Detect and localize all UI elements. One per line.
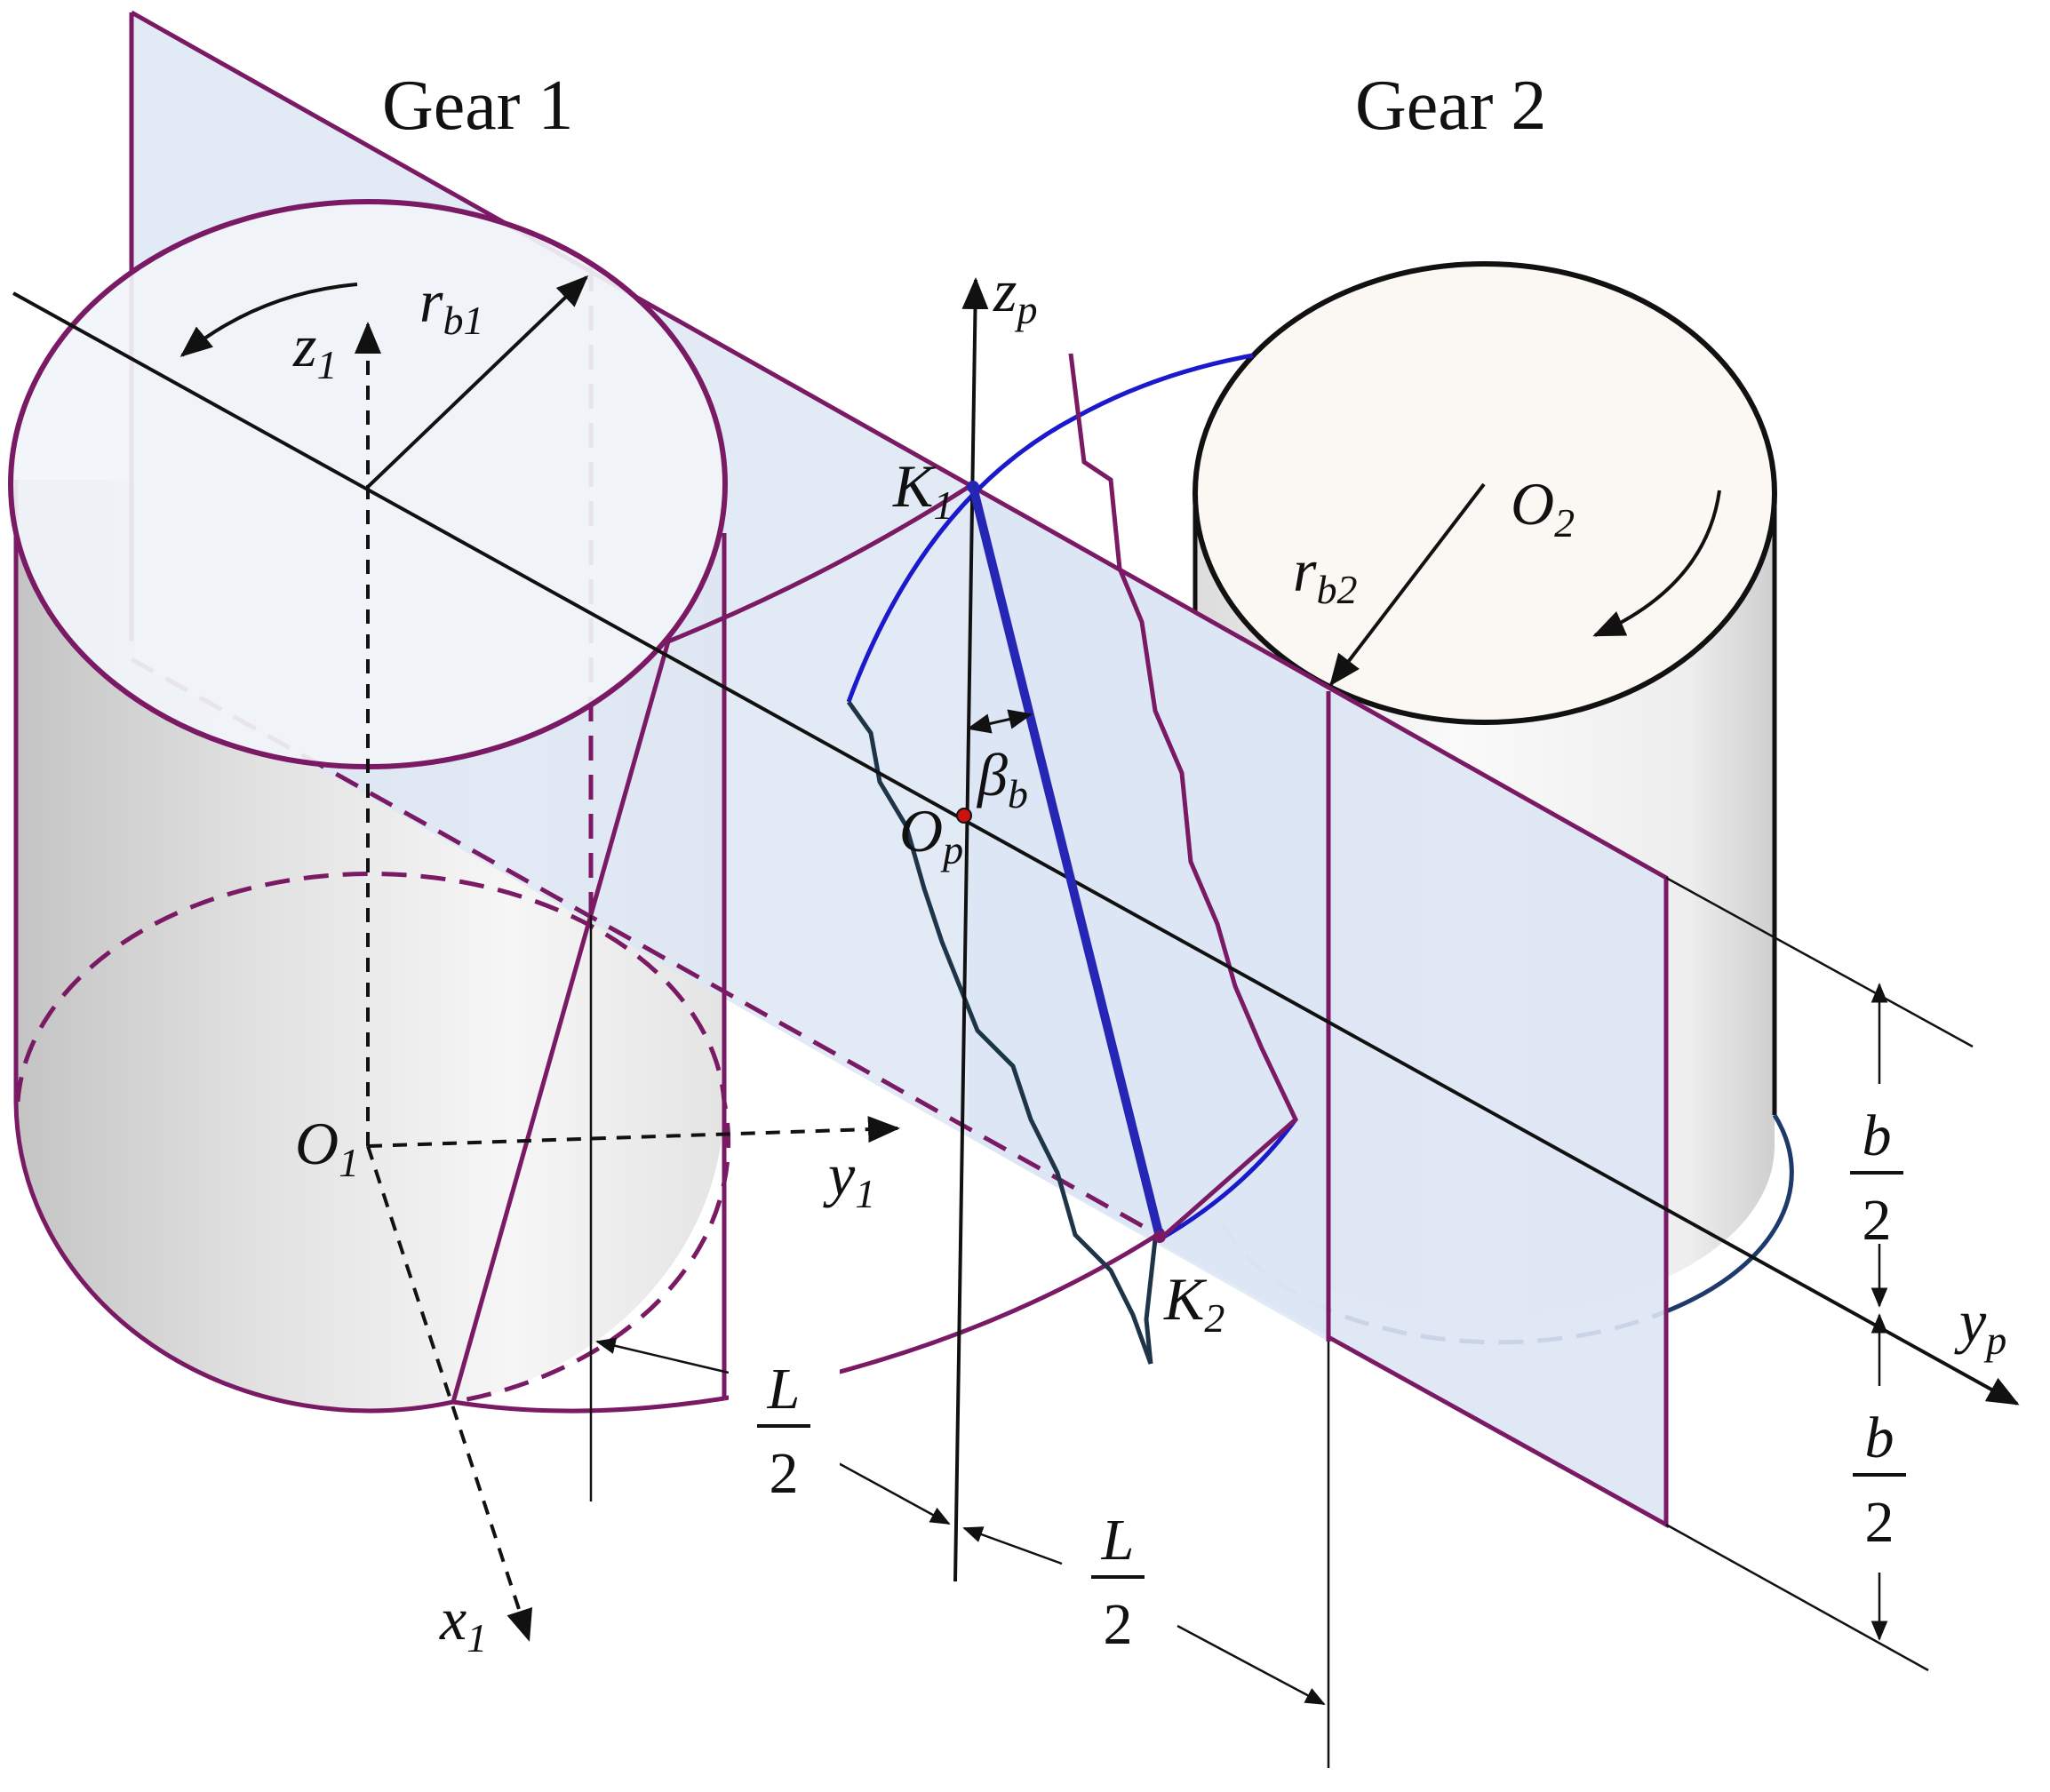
tooth-profile-blue-arc	[846, 353, 1254, 703]
k2-main: K	[1163, 1265, 1208, 1333]
dim-b-ext-bottom	[1665, 1523, 1929, 1672]
frac-b1-den: 2	[1863, 1188, 1892, 1253]
tooth-flank-worn-left	[846, 700, 1153, 1365]
frac-b2-den: 2	[1865, 1490, 1894, 1555]
gear1-rotation-arrow	[179, 283, 358, 357]
label-zp: zp	[993, 257, 1037, 332]
dim-L-arrow-1a	[595, 1337, 730, 1374]
gear1-bottom-visible-rim	[13, 1101, 725, 1414]
dim-L-arrow-2a	[962, 1526, 1063, 1565]
dimension-lines	[589, 876, 1974, 1768]
op-main: O	[899, 797, 943, 864]
label-o1: O1	[295, 1110, 359, 1185]
label-bg-box	[729, 1337, 840, 1510]
gear2-title: Gear 2	[1355, 67, 1546, 145]
frac-b2-num: b	[1865, 1406, 1894, 1470]
o2-main: O	[1511, 470, 1554, 538]
label-o2: O2	[1511, 470, 1575, 546]
dim-b-ext-top	[1665, 876, 1974, 1048]
yp-sub: p	[1983, 1318, 2006, 1363]
frac-L1-num: L	[767, 1357, 801, 1422]
gear1-involute-flank	[451, 641, 671, 1403]
gear2-rotation-arrow	[1592, 490, 1721, 637]
label-op: Op	[899, 797, 963, 872]
label-y1: y1	[823, 1141, 875, 1216]
gear1-top-face	[8, 199, 728, 769]
yp-main: y	[1954, 1287, 1987, 1355]
rb2-sub: b2	[1316, 567, 1357, 612]
tooth-tip-small-edge	[1144, 1238, 1158, 1365]
zp-main: z	[993, 257, 1017, 324]
label-beta: βb	[976, 741, 1028, 816]
label-yp: yp	[1954, 1287, 2006, 1363]
tooth-flank-worn-right	[1068, 353, 1299, 1241]
beta-sub: b	[1008, 771, 1028, 816]
z1-main: z	[292, 312, 316, 379]
k1-main: K	[892, 452, 937, 520]
yp-axis-line	[12, 291, 2020, 1406]
x1-main: x	[439, 1585, 467, 1653]
label-z1: z1	[292, 312, 337, 387]
point-k2-marker	[1153, 1231, 1166, 1243]
o2-sub: 2	[1554, 500, 1575, 546]
rb1-main: r	[419, 267, 443, 335]
point-op-marker	[956, 808, 972, 824]
op-sub: p	[940, 827, 963, 872]
y1-sub: 1	[855, 1171, 875, 1216]
frac-L1-den: 2	[770, 1441, 799, 1506]
rb1-radius-arrow	[366, 275, 589, 489]
gear1-title: Gear 1	[382, 67, 573, 145]
x1-sub: 1	[467, 1615, 487, 1661]
o1-sub: 1	[339, 1140, 359, 1185]
point-k1-marker	[967, 481, 979, 493]
tooth-profile-blue-lower	[1158, 1118, 1298, 1242]
z1-sub: 1	[316, 342, 337, 387]
label-rb2: rb2	[1293, 537, 1357, 612]
k2-sub: 2	[1204, 1295, 1224, 1341]
beta-main: β	[976, 741, 1008, 808]
y1-main: y	[823, 1141, 856, 1208]
plane-lower-panel	[969, 487, 1666, 1525]
k1-sub: 1	[933, 482, 953, 528]
label-k1: K1	[892, 452, 953, 528]
gear1-bottom-hidden-rim	[15, 872, 731, 1405]
frac-L2-num: L	[1101, 1508, 1135, 1573]
beta-angle-arrow	[966, 709, 1033, 734]
dim-L-arrow-2b	[1177, 1624, 1326, 1706]
rb2-radius-arrow	[1329, 482, 1486, 687]
gear1-base-arc	[667, 484, 970, 644]
dim-L-arrow-1b	[834, 1460, 951, 1525]
frac-L2-den: 2	[1104, 1592, 1133, 1657]
gear2-top-face	[1193, 261, 1777, 725]
label-x1: x1	[439, 1585, 487, 1661]
rb1-sub: b1	[443, 298, 483, 343]
y1-axis-line	[367, 1116, 900, 1148]
x1-axis-line	[366, 1145, 533, 1642]
fraction-L-half-2: L 2	[1091, 1508, 1145, 1657]
o1-main: O	[295, 1110, 339, 1177]
contact-line-k1-k2	[969, 485, 1164, 1238]
fraction-b-half-1: b 2	[1850, 1103, 1903, 1253]
frac-b1-num: b	[1863, 1103, 1892, 1168]
zp-sub: p	[1014, 287, 1037, 332]
fraction-b-half-2: b 2	[1853, 1406, 1906, 1555]
gear2-bottom-visible-rim	[1661, 1113, 1794, 1316]
label-k2: K2	[1163, 1265, 1224, 1341]
rb2-main: r	[1293, 537, 1317, 604]
label-rb1: rb1	[419, 267, 483, 343]
fraction-L-half-1: L 2	[757, 1357, 810, 1506]
